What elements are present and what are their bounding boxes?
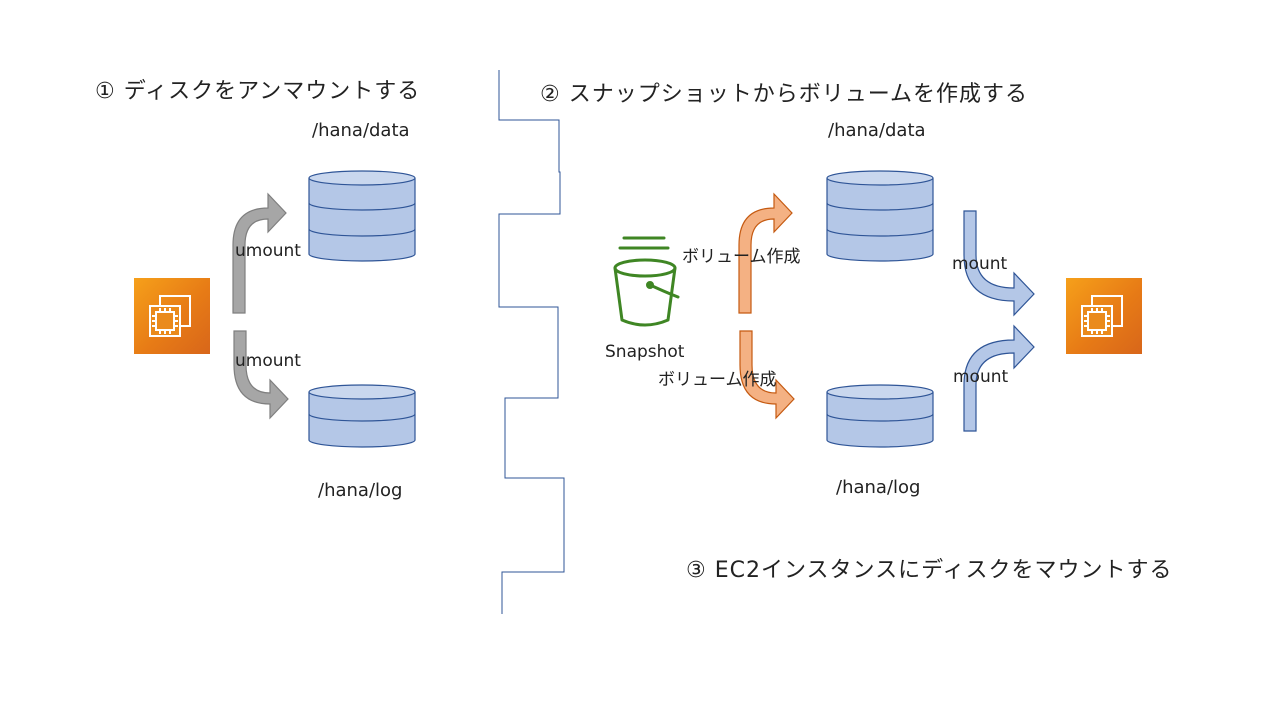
left-data-path: /hana/data (312, 120, 410, 141)
left-data-disk (308, 170, 416, 262)
left-log-disk (308, 384, 416, 448)
step3-title: ③ EC2インスタンスにディスクをマウントする (686, 558, 1173, 583)
snapshot-bucket-icon (613, 236, 680, 327)
right-ec2-instance-icon (1066, 278, 1142, 354)
divider-line (498, 70, 565, 614)
mount-arrow-bottom (963, 324, 1035, 432)
mount-arrow-top (963, 210, 1035, 317)
snapshot-label: Snapshot (605, 342, 685, 362)
create-volume-arrow-top (738, 192, 793, 314)
umount-arrow-top (232, 192, 287, 314)
right-data-disk (826, 170, 934, 262)
left-log-path: /hana/log (318, 480, 403, 501)
create-volume-label-top: ボリューム作成 (682, 247, 801, 267)
step2-title: ② スナップショットからボリュームを作成する (540, 82, 1029, 107)
right-data-path: /hana/data (828, 120, 926, 141)
mount-label-top: mount (952, 254, 1008, 274)
mount-label-bottom: mount (953, 367, 1009, 387)
umount-label-top: umount (235, 241, 301, 261)
create-volume-arrow-bottom (739, 330, 795, 420)
umount-arrow-bottom (233, 330, 289, 420)
create-volume-label-bottom: ボリューム作成 (658, 370, 777, 390)
umount-label-bottom: umount (235, 351, 301, 371)
right-log-path: /hana/log (836, 477, 921, 498)
right-log-disk (826, 384, 934, 448)
step1-title: ① ディスクをアンマウントする (95, 79, 421, 104)
left-ec2-instance-icon (134, 278, 210, 354)
